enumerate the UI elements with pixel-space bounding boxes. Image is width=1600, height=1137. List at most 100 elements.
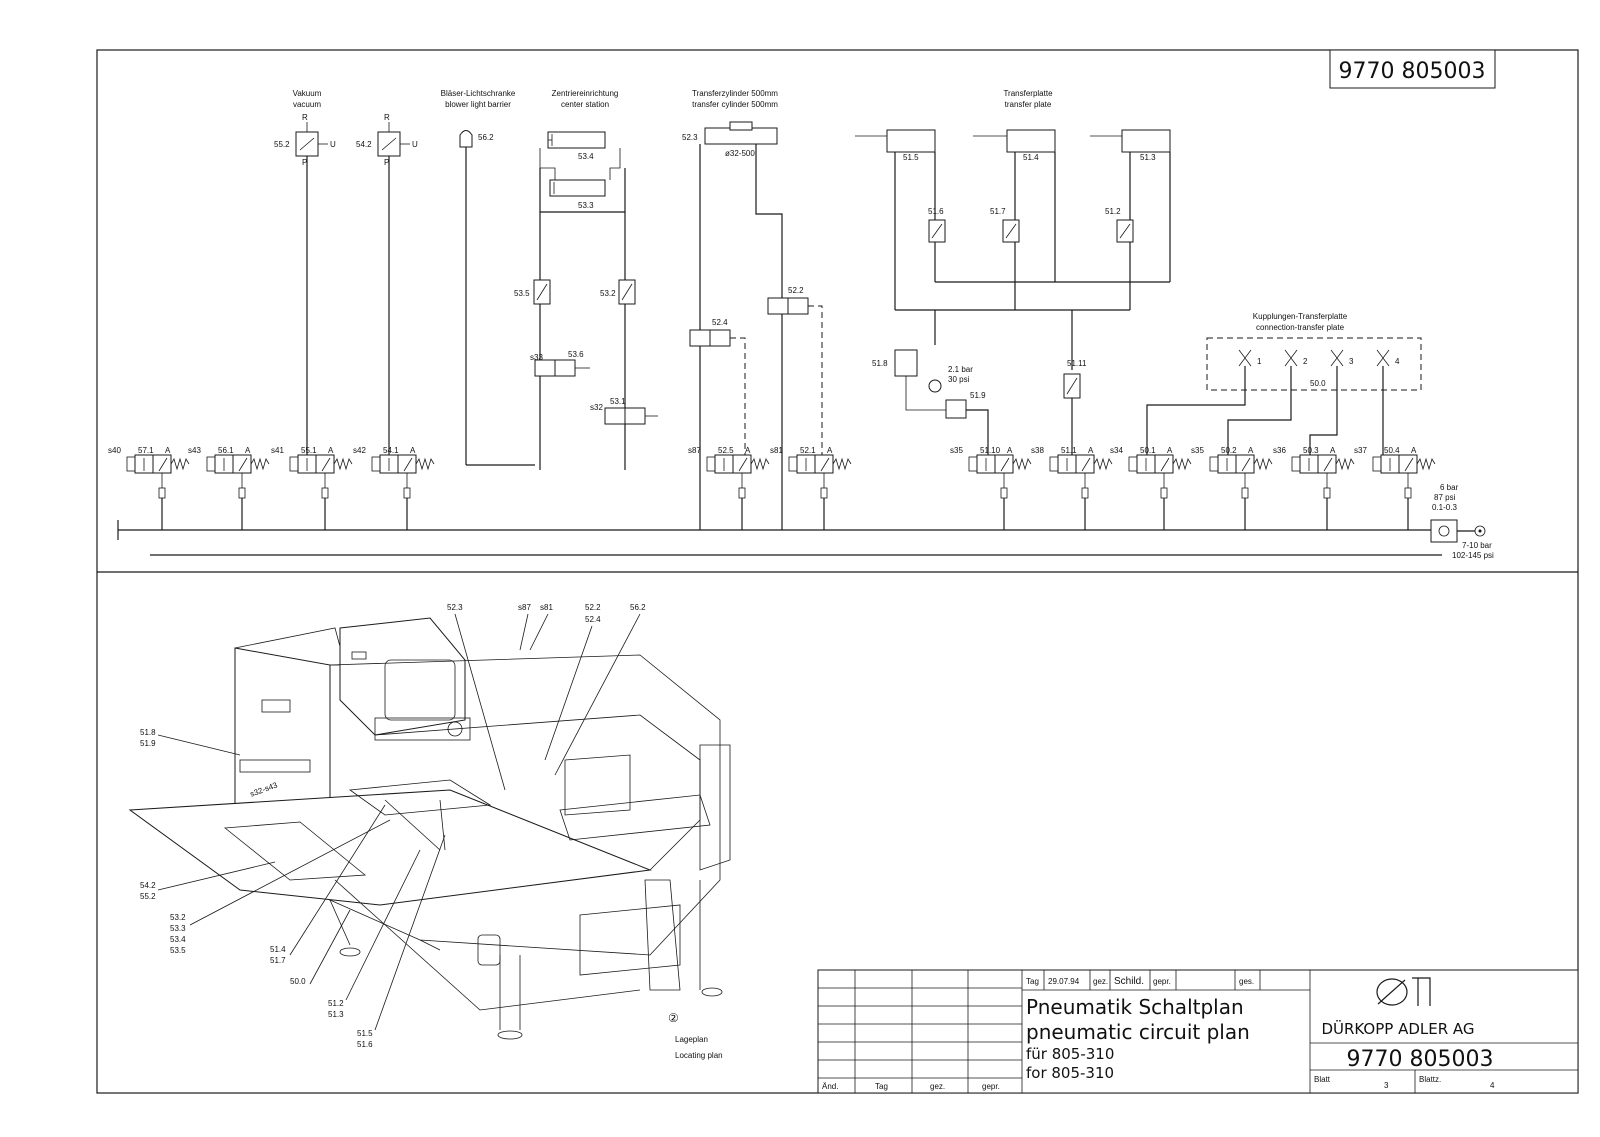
label-51-4: 51.4 xyxy=(1023,153,1039,162)
machine-label-51-7: 51.7 xyxy=(270,956,286,965)
machine-label-52-2: 52.2 xyxy=(585,603,601,612)
valve-52-2: 52.2 xyxy=(767,286,809,315)
header-coupling-en: connection-transfer plate xyxy=(1256,323,1345,332)
valve-switch-label: s37 xyxy=(1354,446,1367,455)
supply-psi: 87 psi xyxy=(1434,493,1456,502)
company-name: DÜRKOPP ADLER AG xyxy=(1321,1019,1474,1038)
valve-port-a: A xyxy=(328,446,334,455)
drawing-number-box xyxy=(1329,49,1496,89)
svg-text:U: U xyxy=(412,140,418,149)
label-52-3: 52.3 xyxy=(682,133,698,142)
machine-label-51-2: 51.2 xyxy=(328,999,344,1008)
valve-port-a: A xyxy=(245,446,251,455)
inlet-bar: 7-10 bar xyxy=(1462,541,1492,550)
valve-55-1: s41 55.1 A xyxy=(271,446,353,530)
locating-plan-en: Locating plan xyxy=(675,1051,723,1060)
machine-illustration: 52.3 s87 s81 52.2 52.4 56.2 51.8 51.9 s3… xyxy=(128,603,731,1060)
valve-id-label: 56.1 xyxy=(218,446,234,455)
title-block: Änd. Tag gez. gepr. Tag 29.07.94 gez. Sc… xyxy=(817,969,1579,1094)
svg-text:R: R xyxy=(384,113,390,122)
svg-text:R: R xyxy=(302,113,308,122)
machine-label-s87: s87 xyxy=(518,603,531,612)
plate-cylinder-51-4: 51.4 xyxy=(973,129,1056,162)
center-pipes-upper xyxy=(539,148,621,180)
supply-bar: 6 bar xyxy=(1440,483,1459,492)
valve-id-label: 57.1 xyxy=(138,446,154,455)
valve-port-a: A xyxy=(1088,446,1094,455)
supply-service-unit: 6 bar 87 psi 0.1-0.3 7-10 bar 102-145 ps… xyxy=(1430,483,1494,560)
label-55-2: 55.2 xyxy=(274,140,290,149)
locating-plan-marker: ② xyxy=(668,1011,679,1025)
label-52-2: 52.2 xyxy=(788,286,804,295)
header-vacuum-de: Vakuum xyxy=(293,89,322,98)
coupling-4-number: 4 xyxy=(1395,357,1400,366)
label-53-2: 53.2 xyxy=(600,289,616,298)
valve-switch-label: s43 xyxy=(188,446,201,455)
machine-label-50-0: 50.0 xyxy=(290,977,306,986)
valve-port-a: A xyxy=(1007,446,1013,455)
plate-feed-lines xyxy=(934,310,1073,370)
supply-range: 0.1-0.3 xyxy=(1432,503,1457,512)
svg-text:U: U xyxy=(330,140,336,149)
valve-switch-label: s38 xyxy=(1031,446,1044,455)
title-en: pneumatic circuit plan xyxy=(1026,1020,1250,1044)
label-s32: s32 xyxy=(590,403,603,412)
valve-56-1: s43 56.1 A xyxy=(188,446,270,530)
label-51-5: 51.5 xyxy=(903,153,919,162)
label-53-3: 53.3 xyxy=(578,201,594,210)
valve-switch-label: s87 xyxy=(688,446,701,455)
blattz-label: Blattz. xyxy=(1419,1075,1441,1084)
tag-label: Tag xyxy=(1026,977,1039,986)
valve-switch-label: s35 xyxy=(1191,446,1204,455)
valve-id-label: 50.2 xyxy=(1221,446,1237,455)
coupling-lines xyxy=(1146,366,1384,455)
coupling-group-50-0 xyxy=(1206,337,1422,391)
machine-label-51-8: 51.8 xyxy=(140,728,156,737)
label-bore: ø32-500 xyxy=(725,149,755,158)
label-51-8: 51.8 xyxy=(872,359,888,368)
for-de: für 805-310 xyxy=(1026,1045,1114,1063)
label-52-4: 52.4 xyxy=(712,318,728,327)
valve-switch-label: s81 xyxy=(770,446,783,455)
valve-53-6: s33 53.6 xyxy=(530,350,590,377)
machine-label-53-2: 53.2 xyxy=(170,913,186,922)
valve-port-a: A xyxy=(410,446,416,455)
pilot-line-52-2 xyxy=(808,305,823,455)
header-transfer-cyl-de: Transferzylinder 500mm xyxy=(692,89,778,98)
coupling-1: 1 xyxy=(1238,349,1262,367)
label-50-0: 50.0 xyxy=(1310,379,1326,388)
valve-switch-label: s41 xyxy=(271,446,284,455)
label-51-6: 51.6 xyxy=(928,207,944,216)
machine-label-51-4: 51.4 xyxy=(270,945,286,954)
transfer-line-right xyxy=(755,144,783,530)
coupling-2-number: 2 xyxy=(1303,357,1308,366)
title-block-number: 9770 805003 xyxy=(1347,1047,1494,1072)
valve-port-a: A xyxy=(1330,446,1336,455)
label-51-2: 51.2 xyxy=(1105,207,1121,216)
coupling-3: 3 xyxy=(1330,349,1354,367)
vacuum-generator-54-2: R U P 54.2 xyxy=(356,113,418,167)
machine-label-51-6: 51.6 xyxy=(357,1040,373,1049)
valve-51-8: 51.8 xyxy=(872,349,918,377)
drawn-by: Schild. xyxy=(1114,976,1144,987)
drawn-date: 29.07.94 xyxy=(1048,977,1080,986)
header-transfer-plate-en: transfer plate xyxy=(1005,100,1052,109)
machine-label-53-3: 53.3 xyxy=(170,924,186,933)
valve-id-label: 54.1 xyxy=(383,446,399,455)
label-51-7: 51.7 xyxy=(990,207,1006,216)
valve-id-label: 55.1 xyxy=(301,446,317,455)
transfer-cylinder-52-3: 52.3 ø32-500 xyxy=(682,121,778,158)
ges-label: ges. xyxy=(1239,977,1254,986)
label-56-2: 56.2 xyxy=(478,133,494,142)
header-blower-en: blower light barrier xyxy=(445,100,511,109)
label-51-9: 51.9 xyxy=(970,391,986,400)
svg-text:P: P xyxy=(302,158,307,167)
valve-52-4: 52.4 xyxy=(689,318,731,347)
header-blower-de: Bläser-Lichtschranke xyxy=(441,89,516,98)
rev-col-tag: Tag xyxy=(875,1082,888,1091)
